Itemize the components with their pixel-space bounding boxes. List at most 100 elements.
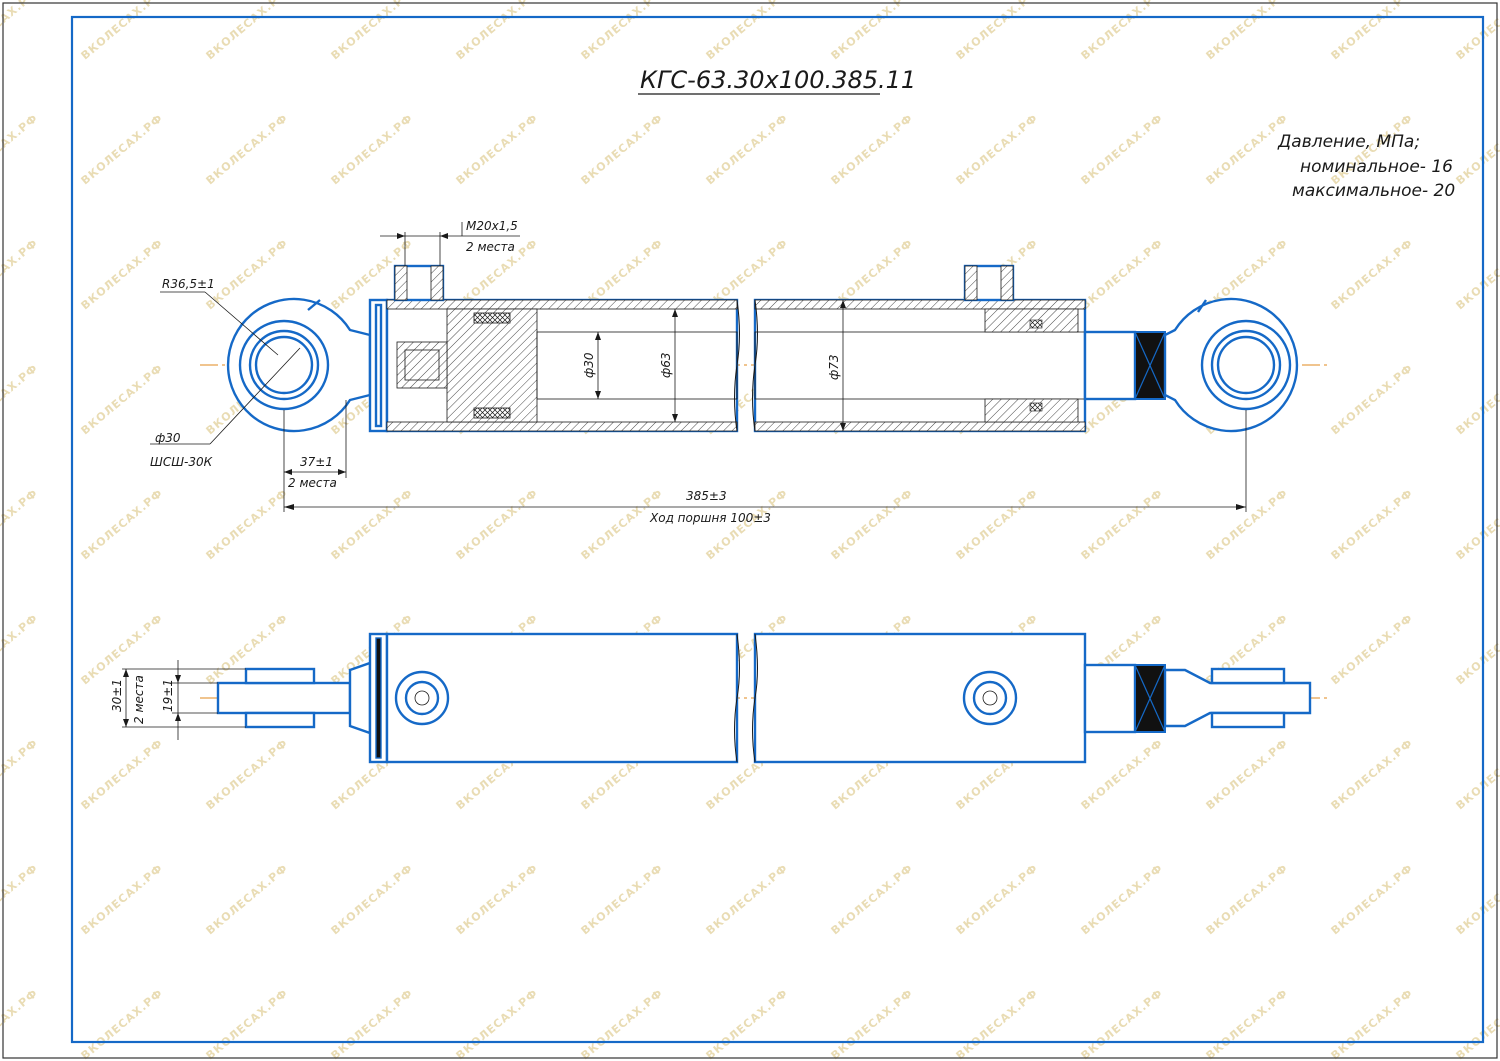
watermark-text: ВКОЛЕСАХ.РФ	[579, 0, 666, 62]
watermark-text: ВКОЛЕСАХ.РФ	[1079, 486, 1166, 562]
dim-bore-diameter: ф63	[659, 352, 673, 378]
watermark-text: ВКОЛЕСАХ.РФ	[0, 986, 41, 1061]
watermark-text: ВКОЛЕСАХ.РФ	[79, 236, 166, 312]
watermark-text: ВКОЛЕСАХ.РФ	[79, 736, 166, 812]
dim-bearing: ШСШ-30К	[150, 455, 213, 469]
pressure-nominal: номинальное- 16	[1300, 157, 1453, 177]
watermark-text: ВКОЛЕСАХ.РФ	[0, 861, 41, 937]
dim-port-qty: 2 места	[466, 240, 515, 254]
watermark-text: ВКОЛЕСАХ.РФ	[1079, 986, 1166, 1061]
watermark-text: ВКОЛЕСАХ.РФ	[204, 736, 291, 812]
watermark-text: ВКОЛЕСАХ.РФ	[1329, 486, 1416, 562]
cylinder-section-view: М20х1,5 2 места R36,5±1 ф30 ШСШ-30К 37±1…	[150, 219, 1330, 525]
dim-eye-width-qty: 2 места	[132, 675, 146, 724]
dim-eye-offset-qty: 2 места	[288, 476, 337, 490]
watermark-text: ВКОЛЕСАХ.РФ	[1454, 611, 1500, 687]
watermark-text: ВКОЛЕСАХ.РФ	[1204, 486, 1291, 562]
dim-outer-diameter: ф73	[827, 354, 841, 380]
left-eye-mount	[226, 297, 372, 433]
watermark-text: ВКОЛЕСАХ.РФ	[79, 486, 166, 562]
watermark-text: ВКОЛЕСАХ.РФ	[954, 111, 1041, 187]
watermark-text: ВКОЛЕСАХ.РФ	[79, 986, 166, 1061]
drawing-title: КГС-63.30х100.385.11	[640, 66, 916, 94]
watermark-text: ВКОЛЕСАХ.РФ	[454, 861, 541, 937]
watermark-text: ВКОЛЕСАХ.РФ	[1454, 111, 1500, 187]
watermark-text: ВКОЛЕСАХ.РФ	[1454, 486, 1500, 562]
watermark-text: ВКОЛЕСАХ.РФ	[0, 0, 41, 62]
watermark-text: ВКОЛЕСАХ.РФ	[1454, 861, 1500, 937]
watermark-text: ВКОЛЕСАХ.РФ	[1454, 986, 1500, 1061]
pressure-heading: Давление, МПа;	[1277, 132, 1420, 152]
watermark-text: ВКОЛЕСАХ.РФ	[1204, 736, 1291, 812]
watermark-text: ВКОЛЕСАХ.РФ	[1329, 361, 1416, 437]
watermark-text: ВКОЛЕСАХ.РФ	[1079, 736, 1166, 812]
watermark-text: ВКОЛЕСАХ.РФ	[204, 861, 291, 937]
watermark-text: ВКОЛЕСАХ.РФ	[829, 486, 916, 562]
watermark-text: ВКОЛЕСАХ.РФ	[1329, 736, 1416, 812]
watermark-text: ВКОЛЕСАХ.РФ	[829, 861, 916, 937]
watermark-text: ВКОЛЕСАХ.РФ	[79, 111, 166, 187]
watermark-text: ВКОЛЕСАХ.РФ	[329, 0, 416, 62]
watermark-text: ВКОЛЕСАХ.РФ	[829, 986, 916, 1061]
pressure-maximum: максимальное- 20	[1292, 181, 1455, 201]
watermark-text: ВКОЛЕСАХ.РФ	[0, 111, 41, 187]
watermark-text: ВКОЛЕСАХ.РФ	[954, 861, 1041, 937]
watermark-text: ВКОЛЕСАХ.РФ	[454, 986, 541, 1061]
watermark-text: ВКОЛЕСАХ.РФ	[1329, 986, 1416, 1061]
watermark-text: ВКОЛЕСАХ.РФ	[79, 611, 166, 687]
watermark-text: ВКОЛЕСАХ.РФ	[579, 111, 666, 187]
watermark-text: ВКОЛЕСАХ.РФ	[704, 861, 791, 937]
watermark-text: ВКОЛЕСАХ.РФ	[1454, 236, 1500, 312]
watermark-text: ВКОЛЕСАХ.РФ	[329, 986, 416, 1061]
watermark-text: ВКОЛЕСАХ.РФ	[0, 486, 41, 562]
right-eye-mount	[1163, 297, 1299, 433]
watermark-text: ВКОЛЕСАХ.РФ	[1079, 111, 1166, 187]
watermark-text: ВКОЛЕСАХ.РФ	[579, 861, 666, 937]
watermark-text: ВКОЛЕСАХ.РФ	[1329, 236, 1416, 312]
watermark-text: ВКОЛЕСАХ.РФ	[329, 861, 416, 937]
watermark-text: ВКОЛЕСАХ.РФ	[954, 986, 1041, 1061]
watermark-text: ВКОЛЕСАХ.РФ	[1329, 0, 1416, 62]
watermark-text: ВКОЛЕСАХ.РФ	[454, 486, 541, 562]
watermark-text: ВКОЛЕСАХ.РФ	[954, 486, 1041, 562]
watermark-text: ВКОЛЕСАХ.РФ	[79, 361, 166, 437]
watermark-text: ВКОЛЕСАХ.РФ	[329, 486, 416, 562]
watermark-text: ВКОЛЕСАХ.РФ	[454, 111, 541, 187]
watermark-text: ВКОЛЕСАХ.РФ	[0, 611, 41, 687]
dim-overall-length: 385±3	[686, 489, 727, 503]
watermark-text: ВКОЛЕСАХ.РФ	[0, 736, 41, 812]
watermark-text: ВКОЛЕСАХ.РФ	[579, 986, 666, 1061]
dim-lug-gap: 19±1	[161, 679, 175, 712]
watermark-text: ВКОЛЕСАХ.РФ	[1204, 0, 1291, 62]
watermark-text: ВКОЛЕСАХ.РФ	[829, 111, 916, 187]
watermark-text: ВКОЛЕСАХ.РФ	[79, 861, 166, 937]
inner-frame	[70, 15, 1485, 1044]
watermark-text: ВКОЛЕСАХ.РФ	[79, 0, 166, 62]
watermark-text: ВКОЛЕСАХ.РФ	[1329, 611, 1416, 687]
watermark-text: ВКОЛЕСАХ.РФ	[1079, 236, 1166, 312]
watermark-text: ВКОЛЕСАХ.РФ	[1329, 861, 1416, 937]
dim-eye-width: 30±1	[110, 679, 124, 712]
dim-pin-diameter: ф30	[155, 431, 181, 445]
watermark-text: ВКОЛЕСАХ.РФ	[204, 111, 291, 187]
watermark-text: ВКОЛЕСАХ.РФ	[1204, 986, 1291, 1061]
watermark-text: ВКОЛЕСАХ.РФ	[704, 986, 791, 1061]
watermark-text: ВКОЛЕСАХ.РФ	[204, 986, 291, 1061]
watermark-text: ВКОЛЕСАХ.РФ	[704, 0, 791, 62]
dim-stroke: Ход поршня 100±3	[649, 511, 771, 525]
dim-port-thread: М20х1,5	[466, 219, 518, 233]
watermark-text: ВКОЛЕСАХ.РФ	[0, 236, 41, 312]
watermark-text: ВКОЛЕСАХ.РФ	[204, 0, 291, 62]
dim-eye-offset: 37±1	[300, 455, 333, 469]
watermark-text: ВКОЛЕСАХ.РФ	[204, 486, 291, 562]
watermark-text: ВКОЛЕСАХ.РФ	[1454, 0, 1500, 62]
watermark-text: ВКОЛЕСАХ.РФ	[1079, 0, 1166, 62]
dim-eye-radius: R36,5±1	[162, 277, 215, 291]
watermark-text: ВКОЛЕСАХ.РФ	[954, 0, 1041, 62]
watermark-text: ВКОЛЕСАХ.РФ	[829, 0, 916, 62]
watermark-text: ВКОЛЕСАХ.РФ	[704, 111, 791, 187]
cylinder-side-view: 30±1 2 места 19±1	[110, 632, 1330, 764]
